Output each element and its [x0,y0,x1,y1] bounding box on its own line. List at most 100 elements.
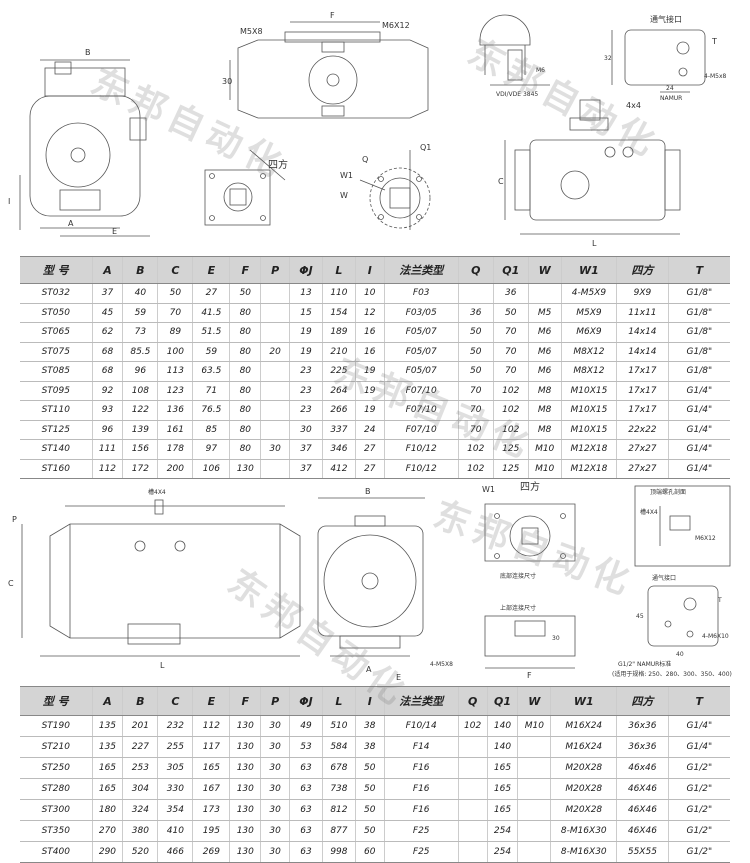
vent-port-label: 通气接口 [650,14,682,24]
table-cell: M16X24 [550,736,617,758]
table-cell: 172 [122,459,158,479]
knob-detail-drawing [479,14,550,86]
table-cell: 412 [321,459,356,479]
column-header: F [229,256,261,284]
table-cell [517,820,551,842]
table-cell: 70 [492,322,529,343]
table-cell: 998 [321,841,356,863]
dim-label-c: C [498,177,504,186]
large-end-view-drawing [317,497,425,657]
table-cell [527,283,562,304]
table-cell: F03 [383,283,459,304]
label-w: W [340,191,348,200]
table-cell: M10 [527,439,562,460]
table-cell: 62 [91,322,123,343]
dim-label-i: I [8,197,10,206]
table-cell: M16X24 [550,715,617,737]
end-view-drawing [504,99,681,235]
table-cell: 63 [289,799,323,821]
namur-standard-label: G1/2" NAMUR标准 [618,660,671,668]
table-cell: 139 [122,420,158,440]
column-header: F [229,686,261,716]
table-cell [260,459,290,479]
table-cell: 156 [122,439,158,460]
table-cell: 108 [122,381,158,401]
top-connection-drawing [484,615,576,669]
table-cell: 70 [492,342,529,362]
model-cell: ST140 [20,439,93,460]
table-cell: 180 [91,799,123,821]
slot-label: 槽4X4 [148,488,166,496]
column-header: Q1 [492,256,529,284]
table-cell: 38 [354,736,385,758]
table-cell: F10/12 [383,459,459,479]
large-namur-port-drawing [647,585,719,647]
m6-label: M6 [536,67,545,74]
table-cell: 112 [192,715,230,737]
table-cell: 254 [486,820,518,842]
column-header: W1 [550,686,617,716]
table-cell: G1/4" [667,736,730,758]
table-cell: M5 [527,303,562,323]
square-label: 四方 [268,158,288,171]
dim-label-b: B [85,48,91,57]
table-cell: 227 [122,736,158,758]
table-cell: 254 [486,841,518,863]
table-cell: M10X15 [560,420,617,440]
model-cell: ST065 [20,322,93,343]
dim-label-a: A [68,219,74,228]
table-cell: F05/07 [383,361,459,382]
dim-24: 24 [666,85,674,92]
top-connection-label: 上部连接尺寸 [500,604,536,612]
namur-port-drawing [611,29,706,93]
table-cell: 195 [192,820,230,842]
table-cell: 125 [492,439,529,460]
table-cell: 30 [260,736,290,758]
table-cell: 253 [122,757,158,779]
table-cell: 165 [91,778,123,800]
table-cell: M12X18 [560,459,617,479]
table-cell: 23 [289,400,323,421]
column-header: 法兰类型 [383,686,459,716]
column-header: ΦJ [289,686,323,716]
table-cell: 50 [457,361,494,382]
table-cell [260,322,290,343]
table-cell: 46X46 [616,820,669,842]
table-cell: F16 [383,757,459,779]
table-cell: 135 [91,715,123,737]
table-cell: 46X46 [616,799,669,821]
table-cell: 122 [122,400,158,421]
column-header: Q1 [486,686,518,716]
column-header: ΦJ [289,256,323,284]
mid-square-label: 四方 [520,480,540,493]
table-cell: 85 [192,420,230,440]
table-cell: M20X28 [550,799,617,821]
mid-dim-label-a: A [366,665,372,674]
mid-dim-label-e: E [396,673,401,681]
dim-32: 32 [604,55,612,62]
table-cell: 678 [321,757,356,779]
table-cell: 80 [229,342,261,362]
table-cell: 80 [229,303,261,323]
column-header: 四方 [616,256,669,284]
column-header: A [91,256,123,284]
table-cell: 15 [289,303,323,323]
side-view-drawing [19,59,150,237]
table-cell: 19 [354,400,385,421]
table-cell: 50 [229,283,261,304]
flange-pattern-drawing [359,150,431,230]
table-cell: 19 [289,342,323,362]
column-header: T [667,686,730,716]
table-cell [457,820,488,842]
table-cell: 50 [354,757,385,779]
column-header: B [122,256,158,284]
table-cell: 50 [492,303,529,323]
table-cell: G1/4" [667,439,730,460]
table-cell: 165 [486,799,518,821]
